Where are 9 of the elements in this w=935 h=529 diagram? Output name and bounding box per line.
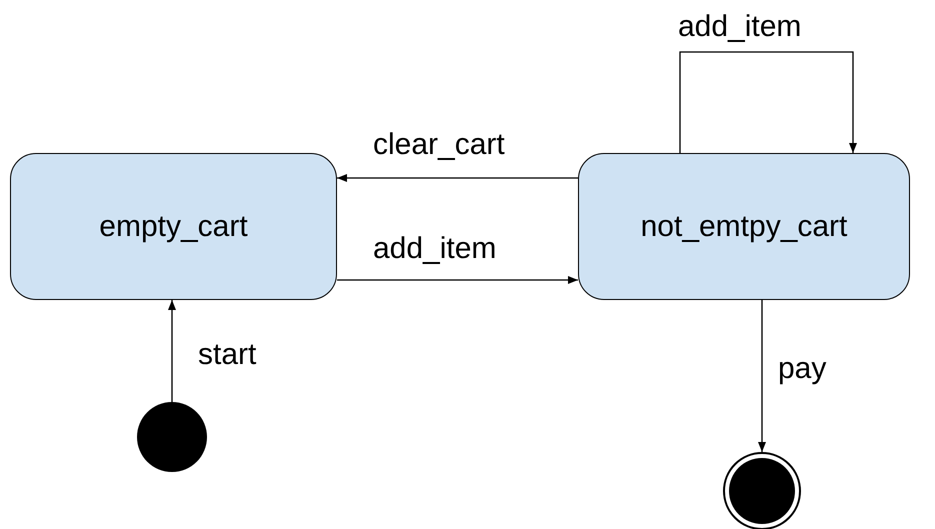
transition-arrow [758, 300, 766, 452]
transition-arrow [337, 276, 578, 284]
transition-arrow [168, 300, 176, 402]
state-name: not_emtpy_cart [640, 210, 848, 244]
state-name: empty_cart [99, 210, 248, 244]
state-box [10, 153, 337, 300]
state-box [578, 153, 910, 300]
transition-arrow [337, 174, 578, 182]
transition-arrow [679, 51, 857, 153]
